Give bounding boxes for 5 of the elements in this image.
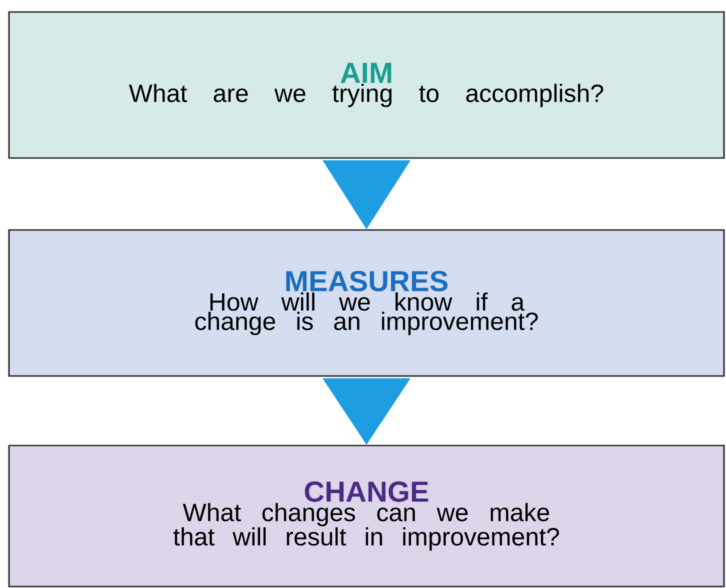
process-box: MEASURES How will we know if a change is an improvement? bbox=[8, 229, 725, 377]
arrow bbox=[322, 160, 410, 230]
process-box: AIM What are we trying to accomplish? bbox=[8, 11, 725, 159]
process-box: CHANGE What changes can we make that will result in improvement? bbox=[8, 444, 725, 588]
arrow bbox=[322, 378, 410, 445]
